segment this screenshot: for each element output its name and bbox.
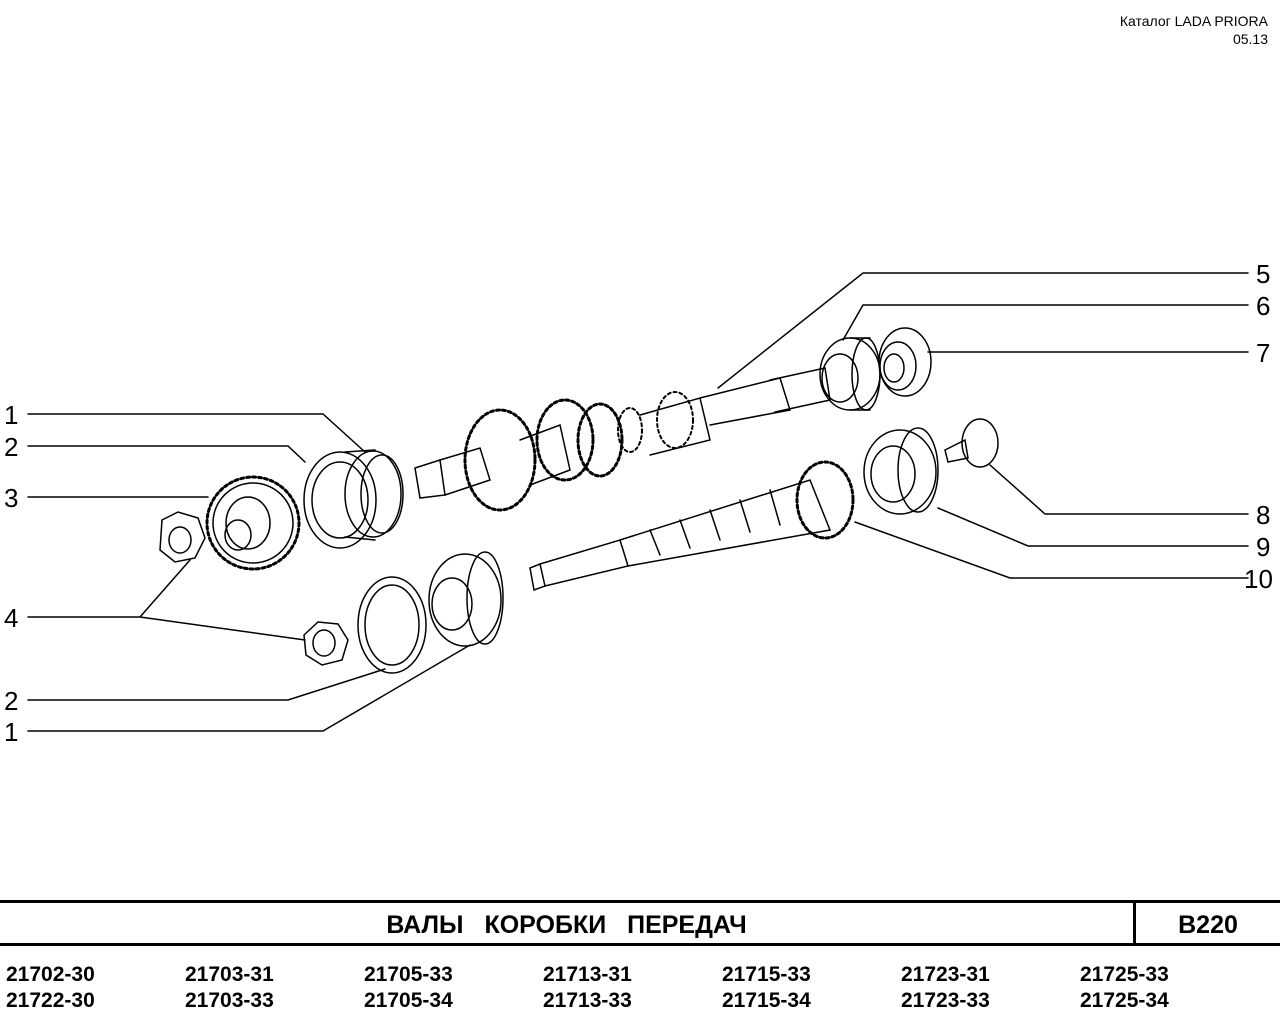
- leader-line-10: [854, 521, 1249, 579]
- model-code: 21715-33: [722, 963, 811, 986]
- callout-10: 10: [1244, 564, 1273, 594]
- catalog-date: 05.13: [1232, 31, 1268, 47]
- gear-3: [205, 475, 301, 571]
- model-code: 21705-34: [364, 989, 453, 1012]
- exploded-view-drawing: [27, 272, 1249, 732]
- leader-line-6: [842, 304, 1249, 341]
- callout-8: 8: [1256, 500, 1271, 530]
- leader-line-4: [27, 559, 306, 641]
- model-code: 21723-31: [901, 963, 990, 986]
- callout-4: 4: [4, 603, 19, 633]
- catalog-title: Каталог LADA PRIORA: [1119, 13, 1268, 29]
- model-code: 21713-31: [543, 963, 632, 986]
- ring-2-bottom: [357, 576, 427, 674]
- output-shaft: [529, 460, 855, 592]
- page-code: B220: [1178, 911, 1238, 939]
- leader-line-9: [937, 507, 1249, 547]
- model-code: 21713-33: [543, 989, 632, 1012]
- model-code: 21725-34: [1080, 989, 1169, 1012]
- callout-1-top: 1: [4, 400, 19, 430]
- leader-line-5: [717, 272, 1249, 389]
- callout-7: 7: [1256, 338, 1271, 368]
- model-code: 21722-30: [6, 989, 95, 1012]
- input-shaft: [414, 367, 831, 512]
- leader-line-1-top: [27, 413, 366, 453]
- callout-5: 5: [1256, 259, 1271, 289]
- leader-line-1-bottom: [27, 644, 471, 732]
- leader-line-2-top: [27, 445, 306, 463]
- seal-7: [878, 327, 932, 397]
- model-code: 21703-33: [185, 989, 274, 1012]
- title-divider: [1133, 903, 1136, 943]
- bearing-1-top: [344, 449, 404, 541]
- model-code: 21705-33: [364, 963, 453, 986]
- callout-2-top: 2: [4, 432, 19, 462]
- leader-line-2-bottom: [27, 668, 386, 701]
- model-code: 21725-33: [1080, 963, 1169, 986]
- leader-line-8: [989, 464, 1249, 515]
- model-code: 21702-30: [6, 963, 95, 986]
- catalog-header: Каталог LADA PRIORA 05.13: [1120, 12, 1268, 48]
- callout-6: 6: [1256, 291, 1271, 321]
- callout-1-bottom: 1: [4, 717, 19, 747]
- callout-3: 3: [4, 483, 19, 513]
- page-title: ВАЛЫ КОРОБКИ ПЕРЕДАЧ: [386, 911, 747, 939]
- nut-bottom: [303, 621, 349, 666]
- nut-top: [159, 511, 206, 563]
- bearing-1-bottom: [428, 551, 504, 647]
- model-code: 21715-34: [722, 989, 811, 1012]
- title-bar: ВАЛЫ КОРОБКИ ПЕРЕДАЧ B220: [0, 900, 1280, 946]
- part-8: [944, 418, 999, 468]
- callout-2-bottom: 2: [4, 686, 19, 716]
- callout-9: 9: [1256, 532, 1271, 562]
- title-block: ВАЛЫ КОРОБКИ ПЕРЕДАЧ B220 21702-30 21703…: [0, 900, 1280, 1021]
- ring-2-top: [303, 451, 377, 549]
- bearing-9: [863, 427, 939, 515]
- model-code: 21723-33: [901, 989, 990, 1012]
- bearing-6: [819, 337, 881, 411]
- model-code: 21703-31: [185, 963, 274, 986]
